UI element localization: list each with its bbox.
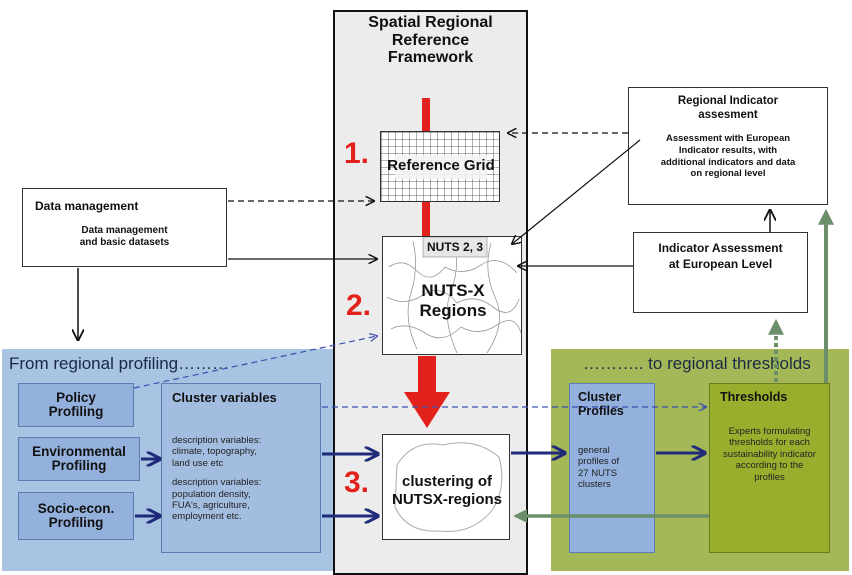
european-indicator-title-line: Indicator Assessment	[658, 241, 783, 255]
nuts-x-label-line: Regions	[419, 300, 487, 320]
cluster-profiles-body-line: 27 NUTS	[578, 467, 618, 479]
cv-desc1-line: description variables:	[172, 435, 262, 446]
cluster-variables-desc1: description variables: climate, topograp…	[172, 435, 310, 469]
thresholds-body-line: thresholds for each	[729, 437, 810, 449]
policy-profiling-line: Profiling	[48, 404, 104, 419]
cluster-profiles-title-line: Profiles	[578, 404, 624, 419]
clustering-label: clustering of NUTSX-regions	[383, 473, 509, 509]
red-connector-top	[422, 98, 430, 131]
framework-title: Spatial Regional Reference Framework	[333, 14, 528, 67]
cluster-profiles-body-line: profiles of	[578, 456, 620, 468]
step-number-3: 3.	[344, 466, 370, 499]
cluster-variables-desc2: description variables: population densit…	[172, 477, 310, 523]
regional-indicator-body: Assessment with European Indicator resul…	[635, 133, 821, 181]
regional-indicator-body-line: Assessment with European	[665, 132, 791, 144]
european-indicator-title-line: at European Level	[668, 256, 773, 271]
data-management-subtitle-line: and basic datasets	[79, 237, 170, 248]
cv-desc2-line: population density,	[172, 488, 251, 500]
cv-desc2-line: description variables:	[172, 477, 262, 489]
arrow-regional-to-nuts	[512, 139, 641, 244]
regional-indicator-title-line: assesment	[698, 109, 758, 122]
step-number-1: 1.	[344, 137, 370, 170]
regional-indicator-title-line: Regional Indicator	[677, 95, 779, 107]
thresholds-body-line: according to the	[735, 460, 804, 472]
clustering-box: clustering of NUTSX-regions	[382, 434, 510, 540]
red-connector-shaft	[418, 356, 436, 398]
nuts-x-label-line: NUTS-X	[421, 281, 485, 300]
framework-title-line: Framework	[387, 49, 474, 67]
right-panel-title: ……….. to regional thresholds	[583, 354, 811, 373]
regions-map	[386, 237, 521, 354]
thresholds-body-line: Experts formulating	[728, 426, 811, 437]
red-connector-mid	[422, 202, 430, 236]
environmental-profiling-box: Environmental Profiling	[18, 437, 140, 481]
red-arrow-head	[404, 392, 450, 428]
cluster-profiles-title: Cluster Profiles	[578, 390, 646, 419]
left-panel-title: From regional profiling………	[9, 354, 230, 373]
regional-indicator-body-line: additional indicators and data	[660, 156, 796, 168]
data-management-subtitle: Data management and basic datasets	[35, 225, 214, 249]
cv-desc1-line: land use etc	[172, 457, 224, 469]
cv-desc1-line: climate, topography,	[172, 446, 257, 458]
nuts-2-3-label: NUTS 2, 3	[426, 240, 483, 254]
policy-profiling-box: Policy Profiling	[18, 383, 134, 427]
nuts-x-regions-label: NUTS-X Regions	[383, 281, 521, 320]
european-indicator-title: Indicator Assessment at European Level	[640, 241, 801, 272]
thresholds-body-line: sustainability indicator	[723, 448, 816, 460]
regional-indicator-title: Regional Indicator assesment	[635, 94, 821, 123]
policy-profiling-line: Policy	[56, 389, 96, 405]
reference-grid-box: Reference Grid	[380, 131, 500, 202]
data-management-title: Data management	[35, 199, 139, 213]
clustering-label-line: clustering of	[401, 473, 492, 490]
arrow-policy-to-nuts	[133, 336, 377, 389]
clustering-label-line: NUTSX-regions	[391, 491, 502, 508]
framework-title-line: Reference	[391, 31, 470, 49]
cluster-variables-title: Cluster variables	[172, 390, 277, 405]
reference-grid-label: Reference Grid	[387, 157, 495, 174]
data-management-box: Data management Data management and basi…	[22, 188, 227, 267]
socio-econ-profiling-line: Profiling	[48, 515, 104, 530]
regional-indicator-box: Regional Indicator assesment Assessment …	[628, 87, 828, 205]
cv-desc2-line: FUA's, agriculture,	[172, 499, 250, 511]
regional-indicator-body-line: Indicator results, with	[678, 144, 778, 156]
environmental-profiling-line: Profiling	[51, 458, 107, 473]
grid-pattern	[381, 132, 499, 201]
cluster-profiles-body-line: clusters	[578, 478, 611, 490]
socio-econ-profiling-box: Socio-econ. Profiling	[18, 492, 134, 540]
thresholds-body: Experts formulating thresholds for each …	[716, 426, 823, 483]
data-management-subtitle-line: Data management	[81, 225, 168, 236]
cluster-profiles-body-line: general	[578, 444, 610, 456]
environmental-profiling-line: Environmental	[32, 443, 126, 459]
cluster-profiles-body: general profiles of 27 NUTS clusters	[578, 445, 646, 491]
thresholds-box: Thresholds Experts formulating threshold…	[709, 383, 830, 553]
framework-title-line: Spatial Regional	[368, 14, 493, 31]
cluster-map	[394, 442, 503, 533]
cluster-variables-box: Cluster variables description variables:…	[161, 383, 321, 553]
nuts-x-regions-box: NUTS 2, 3 NUTS-X Regions	[382, 236, 522, 355]
thresholds-body-line: profiles	[754, 471, 785, 483]
cluster-profiles-title-line: Cluster	[578, 390, 622, 404]
thresholds-title: Thresholds	[720, 390, 788, 404]
european-indicator-box: Indicator Assessment at European Level	[633, 232, 808, 313]
socio-econ-profiling-line: Socio-econ.	[37, 500, 115, 516]
cluster-profiles-box: Cluster Profiles general profiles of 27 …	[569, 383, 655, 553]
cv-desc2-line: employment etc.	[172, 511, 242, 523]
step-number-2: 2.	[346, 289, 372, 322]
regional-indicator-body-line: on regional level	[690, 168, 766, 180]
